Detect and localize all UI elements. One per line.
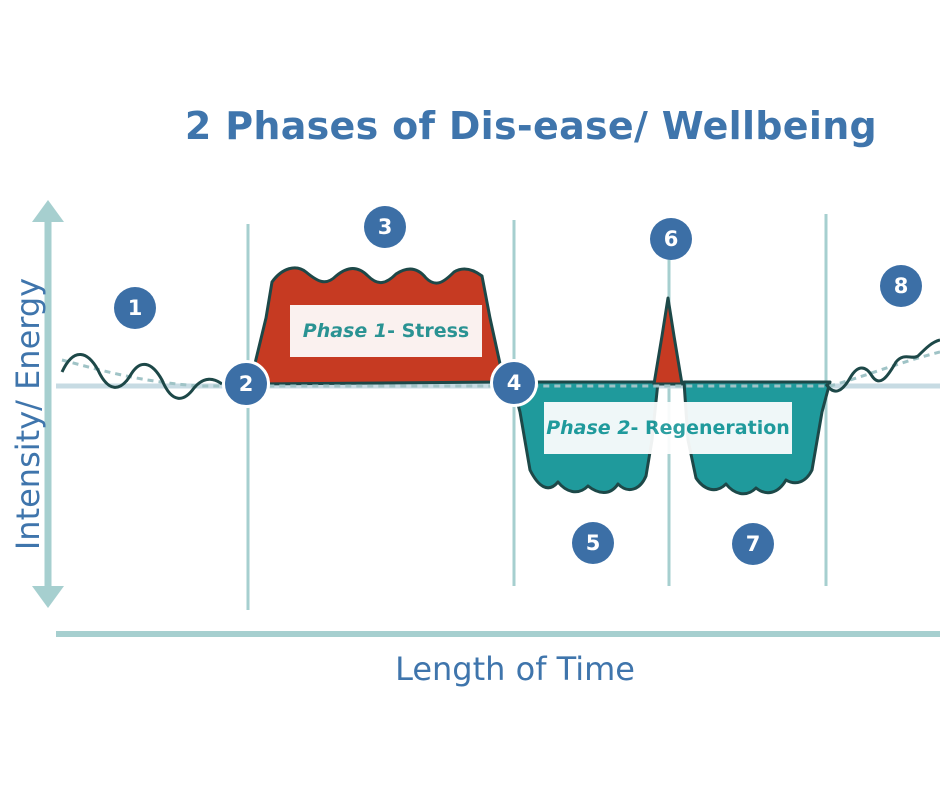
marker-4: 4 — [490, 359, 538, 407]
marker-6: 6 — [650, 218, 692, 260]
phase-2-name: Phase 2 — [546, 417, 631, 439]
phase-2-label: Phase 2 - Regeneration — [544, 402, 792, 454]
phase-2-desc: - Regeneration — [630, 417, 790, 439]
marker-7: 7 — [732, 523, 774, 565]
y-axis-arrow — [32, 200, 64, 608]
marker-1: 1 — [114, 287, 156, 329]
marker-5: 5 — [572, 522, 614, 564]
energy-curve-right — [824, 338, 940, 393]
phase-1-desc: - Stress — [387, 320, 470, 342]
spike-area — [652, 296, 684, 386]
y-axis-label: Intensity/ Energy — [9, 277, 47, 551]
x-axis-label: Length of Time — [395, 650, 635, 688]
marker-3: 3 — [364, 206, 406, 248]
marker-8: 8 — [880, 265, 922, 307]
diagram-title: 2 Phases of Dis-ease/ Wellbeing — [184, 104, 878, 148]
marker-2: 2 — [222, 360, 270, 408]
phase-1-label: Phase 1- Stress — [290, 305, 482, 357]
phase-1-name: Phase 1 — [302, 320, 388, 342]
energy-curve-left — [60, 353, 223, 400]
